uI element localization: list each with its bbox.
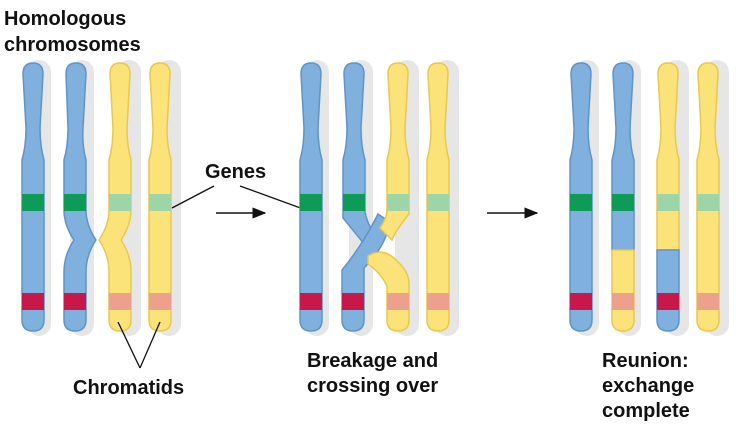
homologous-chromosomes-label-line2: chromosomes — [4, 34, 141, 56]
gene-b-red — [22, 293, 44, 310]
complete-label: complete — [602, 400, 690, 422]
gene-a-light-green — [697, 194, 719, 211]
gene-a-dark-green — [343, 194, 365, 211]
gene-a-dark-green — [64, 194, 86, 211]
genes-label: Genes — [205, 161, 266, 183]
gene-b-pink — [697, 293, 719, 310]
stage-2-yellow-chromatid-left-upper — [379, 62, 410, 242]
gene-b-pink — [612, 293, 634, 310]
gene-a-light-green — [149, 194, 171, 211]
crossing-over-label: crossing over — [307, 375, 438, 397]
stage-2-yellow-chromatid-left-lower — [367, 251, 410, 332]
stage-2-crossing-over — [299, 60, 459, 336]
gene-a-light-green — [657, 194, 679, 211]
stage-1-homologous-pair — [21, 60, 181, 336]
gene-b-pink — [109, 293, 131, 310]
stage-3-recombinant-blue-upper — [611, 62, 635, 251]
gene-a-light-green — [109, 194, 131, 211]
reunion-label: Reunion: — [602, 350, 689, 372]
breakage-label: Breakage and — [307, 350, 438, 372]
gene-a-dark-green — [612, 194, 634, 211]
gene-a-dark-green — [570, 194, 592, 211]
gene-a-dark-green — [300, 194, 322, 211]
gene-b-red — [570, 293, 592, 310]
stage-3-recombinant-yellow-lower — [611, 249, 635, 332]
stage-3-recombinant-yellow-upper — [656, 62, 680, 251]
exchange-label: exchange — [602, 375, 694, 397]
stage-3-reunion — [569, 60, 729, 336]
gene-b-red — [657, 293, 679, 310]
stage-1-blue-chromosome — [21, 62, 97, 332]
stage-1-yellow-chromosome — [98, 62, 172, 332]
gene-a-dark-green — [22, 194, 44, 211]
chromatids-label: Chromatids — [73, 377, 184, 399]
homologous-chromosomes-label: Homologous — [4, 8, 126, 30]
chromatids-callout: Chromatids — [73, 321, 184, 399]
gene-a-light-green — [387, 194, 409, 211]
genes-callout: Genes — [171, 161, 307, 211]
gene-b-red — [300, 293, 322, 310]
gene-b-red — [64, 293, 86, 310]
gene-b-pink — [387, 293, 409, 310]
gene-b-red — [342, 293, 364, 310]
gene-b-pink — [427, 293, 449, 310]
gene-b-pink — [149, 293, 171, 310]
stage-3-recombinant-blue-lower — [656, 249, 680, 332]
gene-a-light-green — [427, 194, 449, 211]
